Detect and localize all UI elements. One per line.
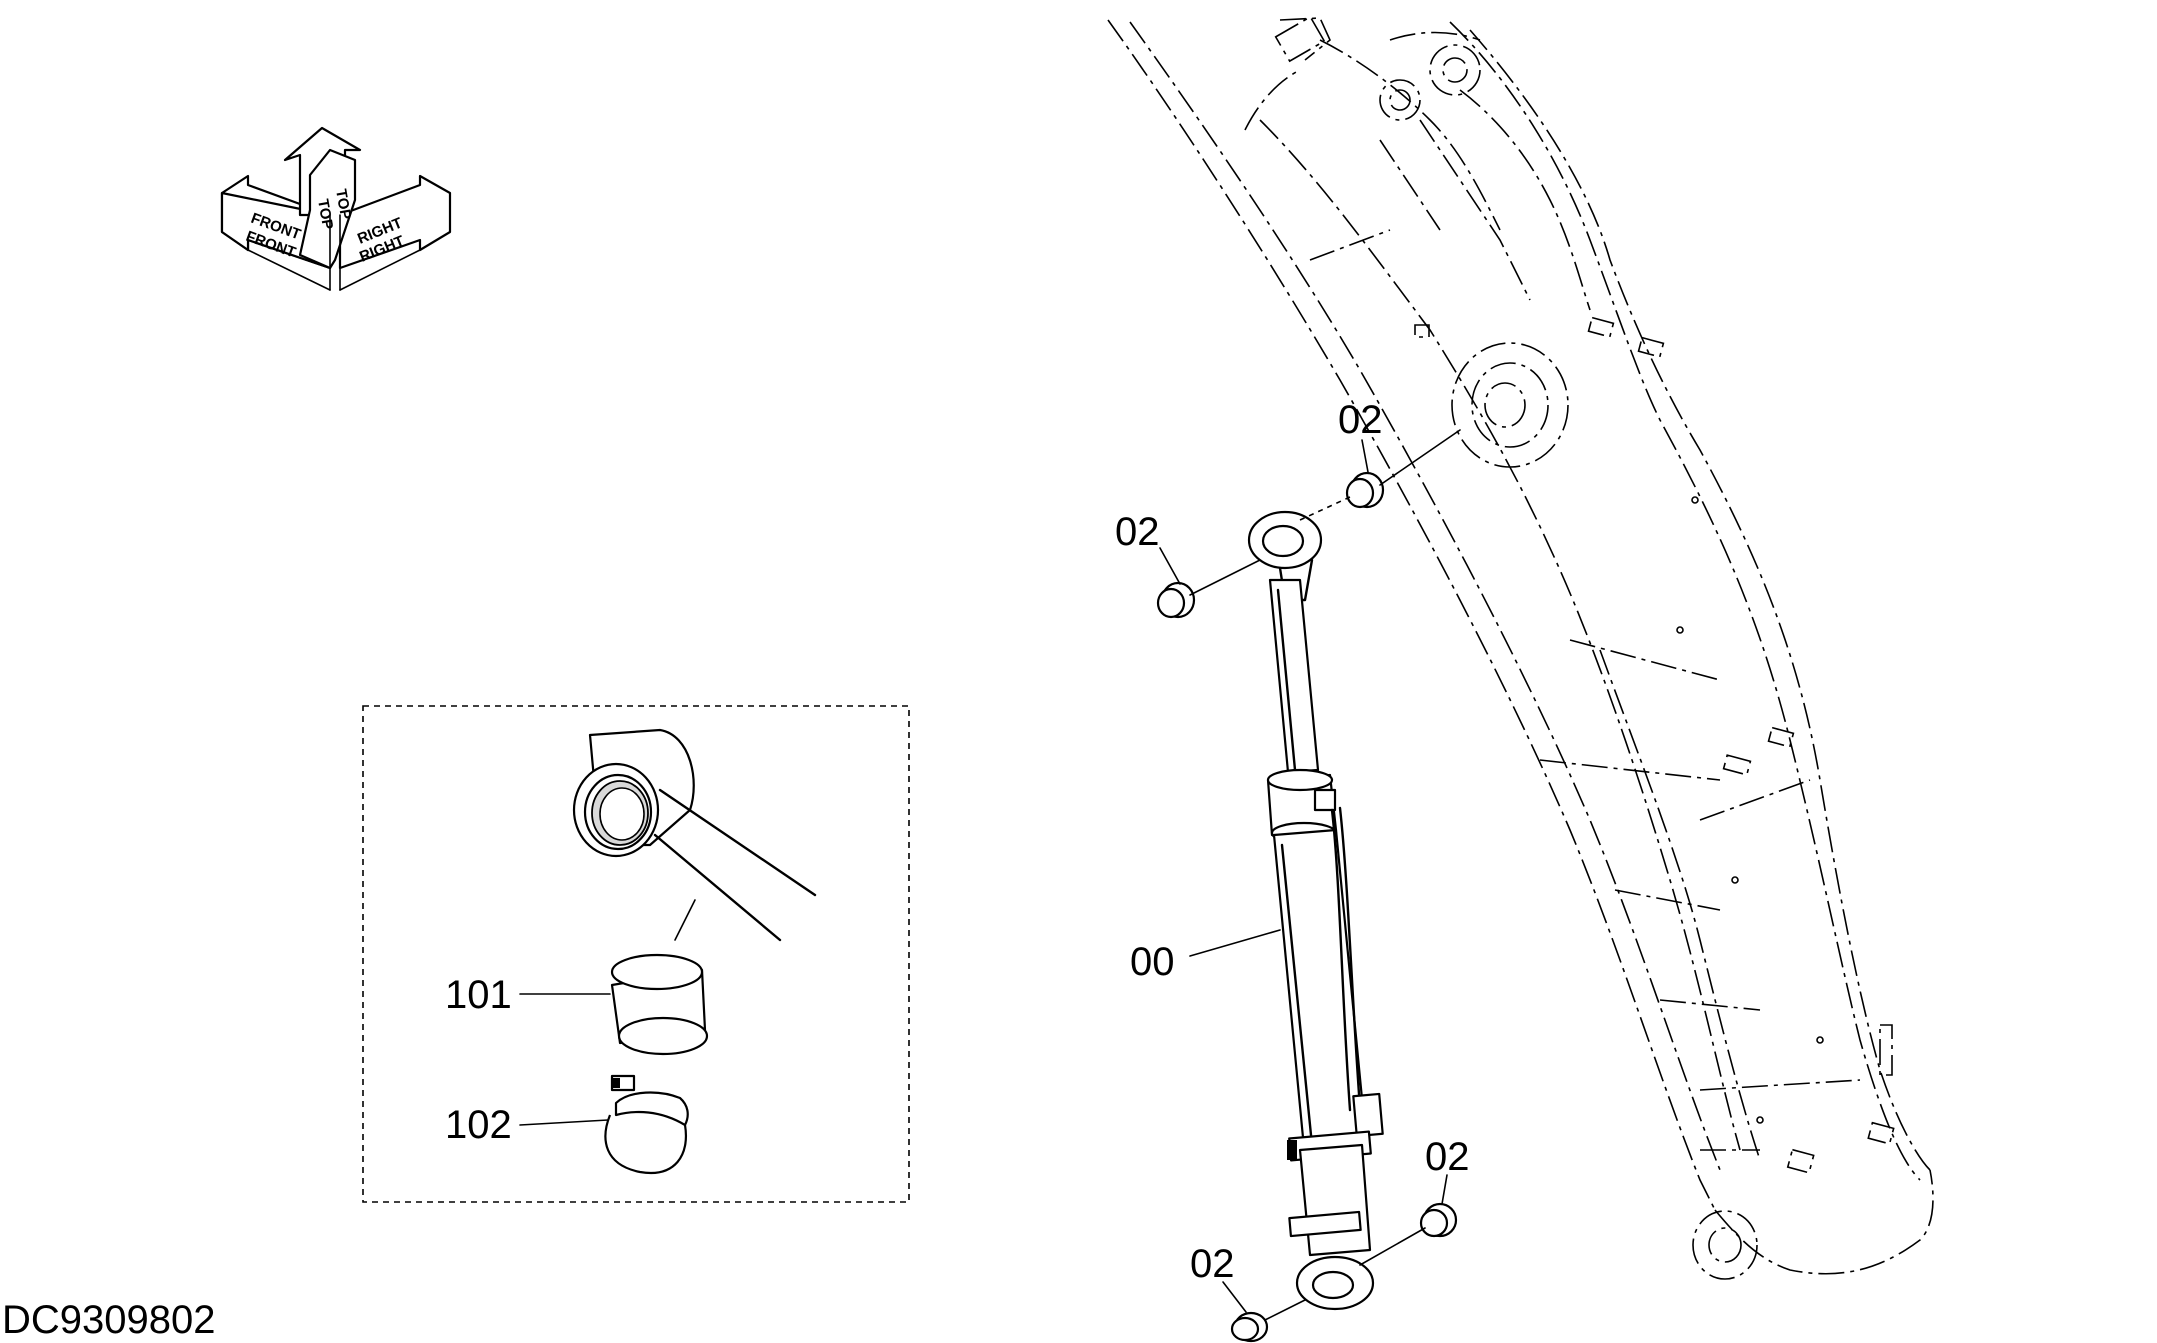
callouts: 00 02 02 02 02 101 102 DC9309802 — [2, 398, 1470, 1342]
callout-02-bottom-left: 02 — [1190, 1242, 1235, 1286]
leader-102 — [519, 1119, 609, 1126]
top-label-shadow: TOP — [332, 188, 354, 221]
boom-structure — [1107, 15, 1934, 1280]
bushing-101 — [610, 953, 709, 1056]
ring-102 — [604, 1074, 689, 1175]
detail-box — [362, 705, 910, 1203]
top-label: TOP — [314, 198, 336, 231]
callout-02-bottom-right: 02 — [1425, 1135, 1470, 1179]
rod-eye-detail — [572, 728, 817, 942]
drawing-code: DC9309802 — [2, 1298, 216, 1342]
callout-02-top-left: 02 — [1115, 510, 1160, 554]
callout-02-top-right: 02 — [1338, 398, 1383, 442]
pin-bushings — [1156, 429, 1461, 1343]
callout-102: 102 — [445, 1103, 512, 1147]
leader-lines — [1159, 439, 1448, 1313]
hydraulic-cylinder — [1247, 510, 1384, 1311]
orientation-arrows-icon: FRONT FRONT TOP TOP RIGHT RIGHT — [220, 126, 452, 291]
callout-101: 101 — [445, 973, 512, 1017]
callout-00: 00 — [1130, 940, 1175, 984]
